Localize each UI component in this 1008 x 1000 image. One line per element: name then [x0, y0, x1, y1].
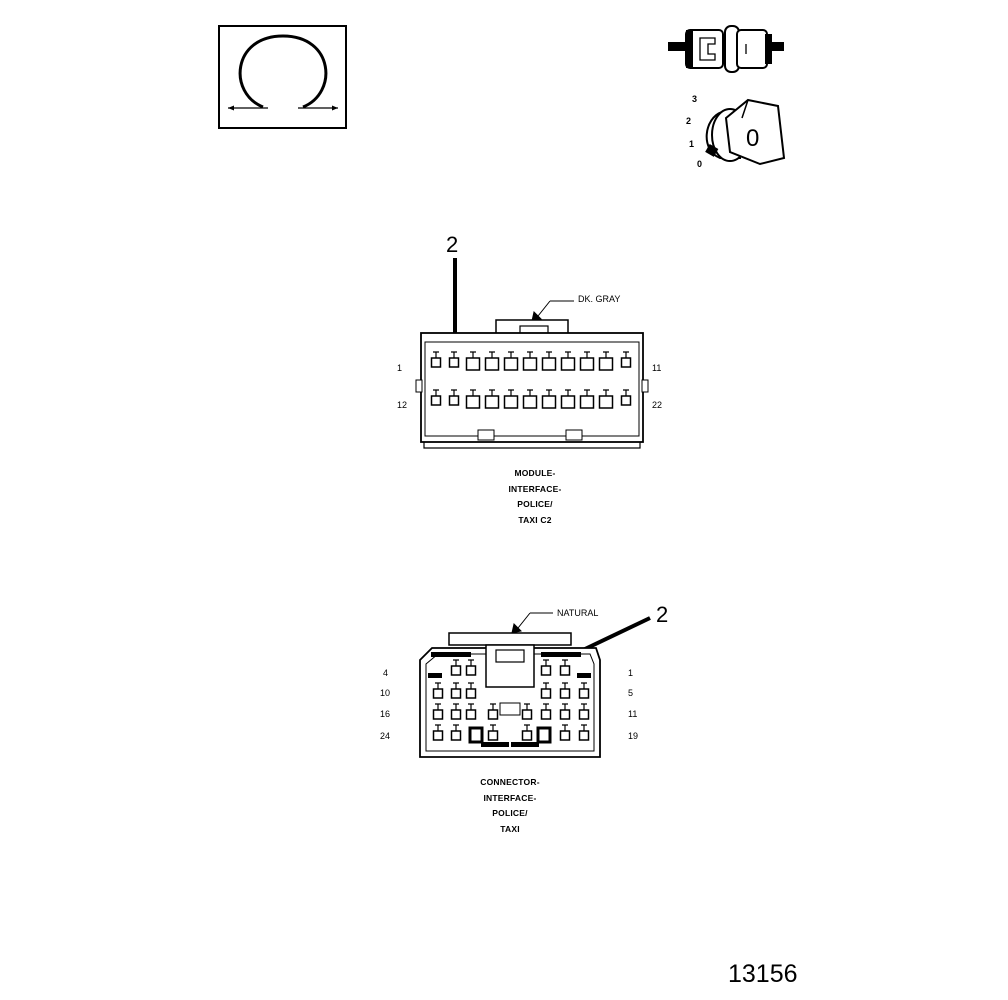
c2-caption-line-2: INTERFACE- [508, 483, 562, 494]
ignition-position-0: 0 [697, 159, 702, 169]
c2-cavity [465, 351, 481, 371]
police-caption-line-2: INTERFACE- [483, 792, 537, 803]
c2-cavity [598, 351, 614, 371]
police-pin-label-16: 16 [380, 709, 390, 719]
c2-pin-label-12: 12 [397, 400, 407, 410]
police-cavity-grid [432, 659, 590, 741]
c2-caption-line-4: TAXI C2 [518, 514, 552, 525]
c2-cavity [598, 389, 614, 409]
c2-cavity [503, 351, 519, 371]
police-pin-label-5: 5 [628, 688, 633, 698]
police-cavity [465, 659, 477, 676]
police-cavity [465, 703, 477, 720]
connector-police-taxi: 2 NATURAL 4 10 16 24 1 5 11 19 [380, 602, 668, 758]
police-caption-line-4: TAXI [500, 823, 520, 834]
police-cavity [540, 703, 552, 720]
police-cavity [465, 682, 477, 699]
connector-c2: 2 DK. GRAY 1 11 12 22 [397, 232, 662, 449]
police-color-label: NATURAL [557, 608, 598, 618]
police-cavity [559, 659, 571, 676]
ignition-position-1: 1 [689, 139, 694, 149]
c2-cavity-grid [430, 351, 632, 409]
c2-cavity [522, 389, 538, 409]
police-cavity [578, 703, 590, 720]
police-caption-line-1: CONNECTOR- [480, 777, 540, 787]
c2-cavity [448, 351, 460, 368]
c2-cavity [448, 389, 460, 406]
c2-caption: MODULE- INTERFACE- POLICE/ TAXI C2 [470, 466, 600, 528]
police-cavity [450, 724, 462, 741]
police-cavity [559, 703, 571, 720]
ignition-switch-icon: 3 2 1 0 0 [686, 94, 786, 169]
police-cavity [450, 659, 462, 676]
police-cavity [521, 703, 533, 720]
c2-pin-label-1: 1 [397, 363, 402, 373]
police-cavity [450, 703, 462, 720]
police-cavity [540, 659, 552, 676]
ignition-position-3: 3 [692, 94, 697, 104]
police-cavity [559, 724, 571, 741]
c2-cavity [541, 351, 557, 371]
police-cavity [578, 682, 590, 699]
police-cavity [559, 682, 571, 699]
police-callout-number: 2 [656, 602, 668, 627]
c2-cavity [620, 389, 632, 406]
police-caption: CONNECTOR- INTERFACE- POLICE/ TAXI [445, 775, 575, 837]
c2-cavity [430, 351, 442, 368]
connector-test-icon [668, 25, 784, 73]
police-cavity [521, 724, 533, 741]
c2-pin-label-22: 22 [652, 400, 662, 410]
police-pin-label-11: 11 [628, 709, 637, 719]
figure-number: 13156 [728, 960, 798, 988]
c2-cavity [465, 389, 481, 409]
c2-cavity [484, 351, 500, 371]
police-cavity [540, 682, 552, 699]
ignition-key-label: 0 [746, 125, 759, 152]
c2-cavity [560, 351, 576, 371]
police-cavity [432, 682, 444, 699]
c2-pin-label-11: 11 [652, 363, 661, 373]
police-cavity [487, 724, 499, 741]
ohmmeter-icon [218, 25, 347, 129]
police-pin-label-1: 1 [628, 668, 633, 678]
police-pin-label-4: 4 [383, 668, 388, 678]
police-cavity [450, 682, 462, 699]
c2-caption-line-1: MODULE- [514, 468, 556, 478]
c2-cavity [579, 389, 595, 409]
police-pin-label-19: 19 [628, 731, 638, 741]
police-cavity [578, 724, 590, 741]
c2-cavity [430, 389, 442, 406]
c2-cavity [522, 351, 538, 371]
c2-cavity [503, 389, 519, 409]
police-cavity [487, 703, 499, 720]
police-pin-label-24: 24 [380, 731, 390, 741]
c2-color-label: DK. GRAY [578, 294, 620, 304]
police-cavity [432, 724, 444, 741]
c2-caption-line-3: POLICE/ [517, 499, 553, 509]
c2-cavity [484, 389, 500, 409]
c2-cavity [579, 351, 595, 371]
c2-callout-number: 2 [446, 232, 458, 257]
c2-cavity [541, 389, 557, 409]
police-caption-line-3: POLICE/ [492, 808, 528, 818]
ignition-position-2: 2 [686, 116, 691, 126]
c2-cavity [620, 351, 632, 368]
police-cavity [432, 703, 444, 720]
c2-cavity [560, 389, 576, 409]
police-pin-label-10: 10 [380, 688, 390, 698]
